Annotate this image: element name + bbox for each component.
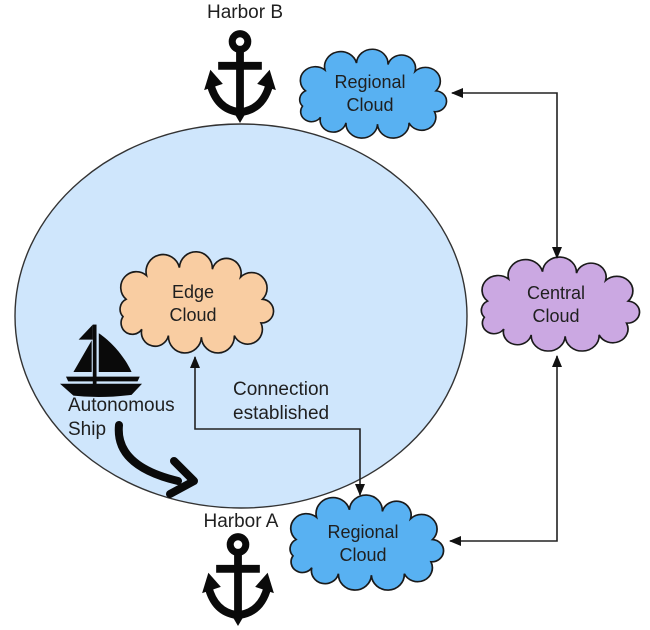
edge-cloud-label-line1: Edge — [171, 282, 215, 302]
connector-regional-top-to-central — [451, 88, 562, 259]
connection-established-label: Connection established — [233, 378, 373, 426]
autonomous-ship-label-line2: Ship — [68, 419, 107, 440]
regional-cloud-top-label-line2: Cloud — [346, 95, 394, 115]
anchor-icon-harbor-b — [204, 30, 276, 123]
regional-cloud-bottom-label: Regional Cloud — [293, 521, 433, 567]
central-cloud-label: Central Cloud — [486, 282, 626, 328]
autonomous-ship-label: Autonomous Ship — [68, 394, 208, 442]
edge-cloud-label-line2: Cloud — [169, 305, 217, 325]
harbor-b-label: Harbor B — [206, 2, 284, 23]
connector-central-to-regional-bottom — [449, 355, 562, 546]
central-cloud-label-line1: Central — [526, 283, 586, 303]
connection-established-label-line1: Connection — [233, 379, 330, 400]
connector-edge-to-regional-bottom — [190, 356, 365, 496]
edge-cloud-label: Edge Cloud — [123, 281, 263, 327]
harbor-a-label: Harbor A — [203, 511, 279, 532]
sailboat-icon — [60, 324, 143, 398]
connection-established-label-line2: established — [233, 403, 330, 424]
anchor-icon-harbor-a — [202, 533, 274, 626]
regional-cloud-top-label-line1: Regional — [334, 72, 406, 92]
autonomous-ship-label-line1: Autonomous — [68, 395, 175, 416]
central-cloud-label-line2: Cloud — [532, 306, 580, 326]
regional-cloud-bottom-label-line1: Regional — [327, 522, 399, 542]
regional-cloud-bottom-label-line2: Cloud — [339, 545, 387, 565]
regional-cloud-top-label: Regional Cloud — [300, 71, 440, 117]
